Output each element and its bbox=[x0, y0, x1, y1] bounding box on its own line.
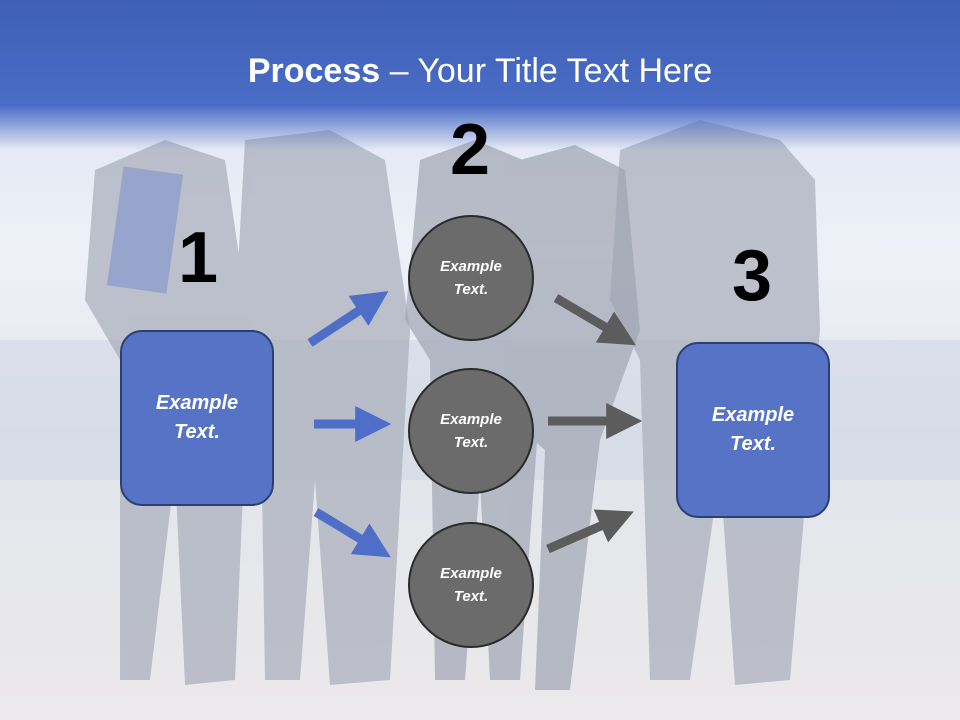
arrow-gray-down bbox=[553, 294, 636, 346]
arrow-blue-up bbox=[307, 291, 389, 347]
arrow-gray-up bbox=[546, 509, 634, 554]
left-text-box: Example Text. bbox=[120, 330, 274, 506]
left-box-label: Example Text. bbox=[155, 392, 239, 443]
circle-bottom: Example Text. bbox=[408, 522, 534, 648]
title-rest: – Your Title Text Here bbox=[380, 52, 713, 90]
circle-top: Example Text. bbox=[408, 215, 534, 341]
step-number-1: 1 bbox=[178, 218, 219, 298]
circle-middle-label: Example Text. bbox=[440, 411, 502, 451]
circle-middle: Example Text. bbox=[408, 368, 534, 494]
right-text-box: Example Text. bbox=[676, 342, 830, 518]
title-band bbox=[0, 0, 960, 150]
circle-top-label: Example Text. bbox=[440, 258, 502, 298]
step-number-3: 3 bbox=[732, 236, 773, 316]
step-number-2: 2 bbox=[450, 110, 491, 190]
arrow-blue-down bbox=[313, 508, 391, 558]
slide-title: Process – Your Title Text Here bbox=[0, 52, 960, 91]
circle-bottom-label: Example Text. bbox=[440, 565, 502, 605]
title-bold: Process bbox=[247, 52, 381, 90]
right-box-label: Example Text. bbox=[711, 404, 795, 455]
